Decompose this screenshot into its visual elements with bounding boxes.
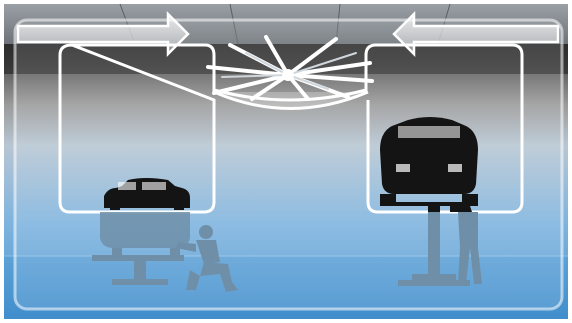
car-on-stand-icon xyxy=(100,178,190,258)
car-on-lift-icon xyxy=(380,117,478,206)
